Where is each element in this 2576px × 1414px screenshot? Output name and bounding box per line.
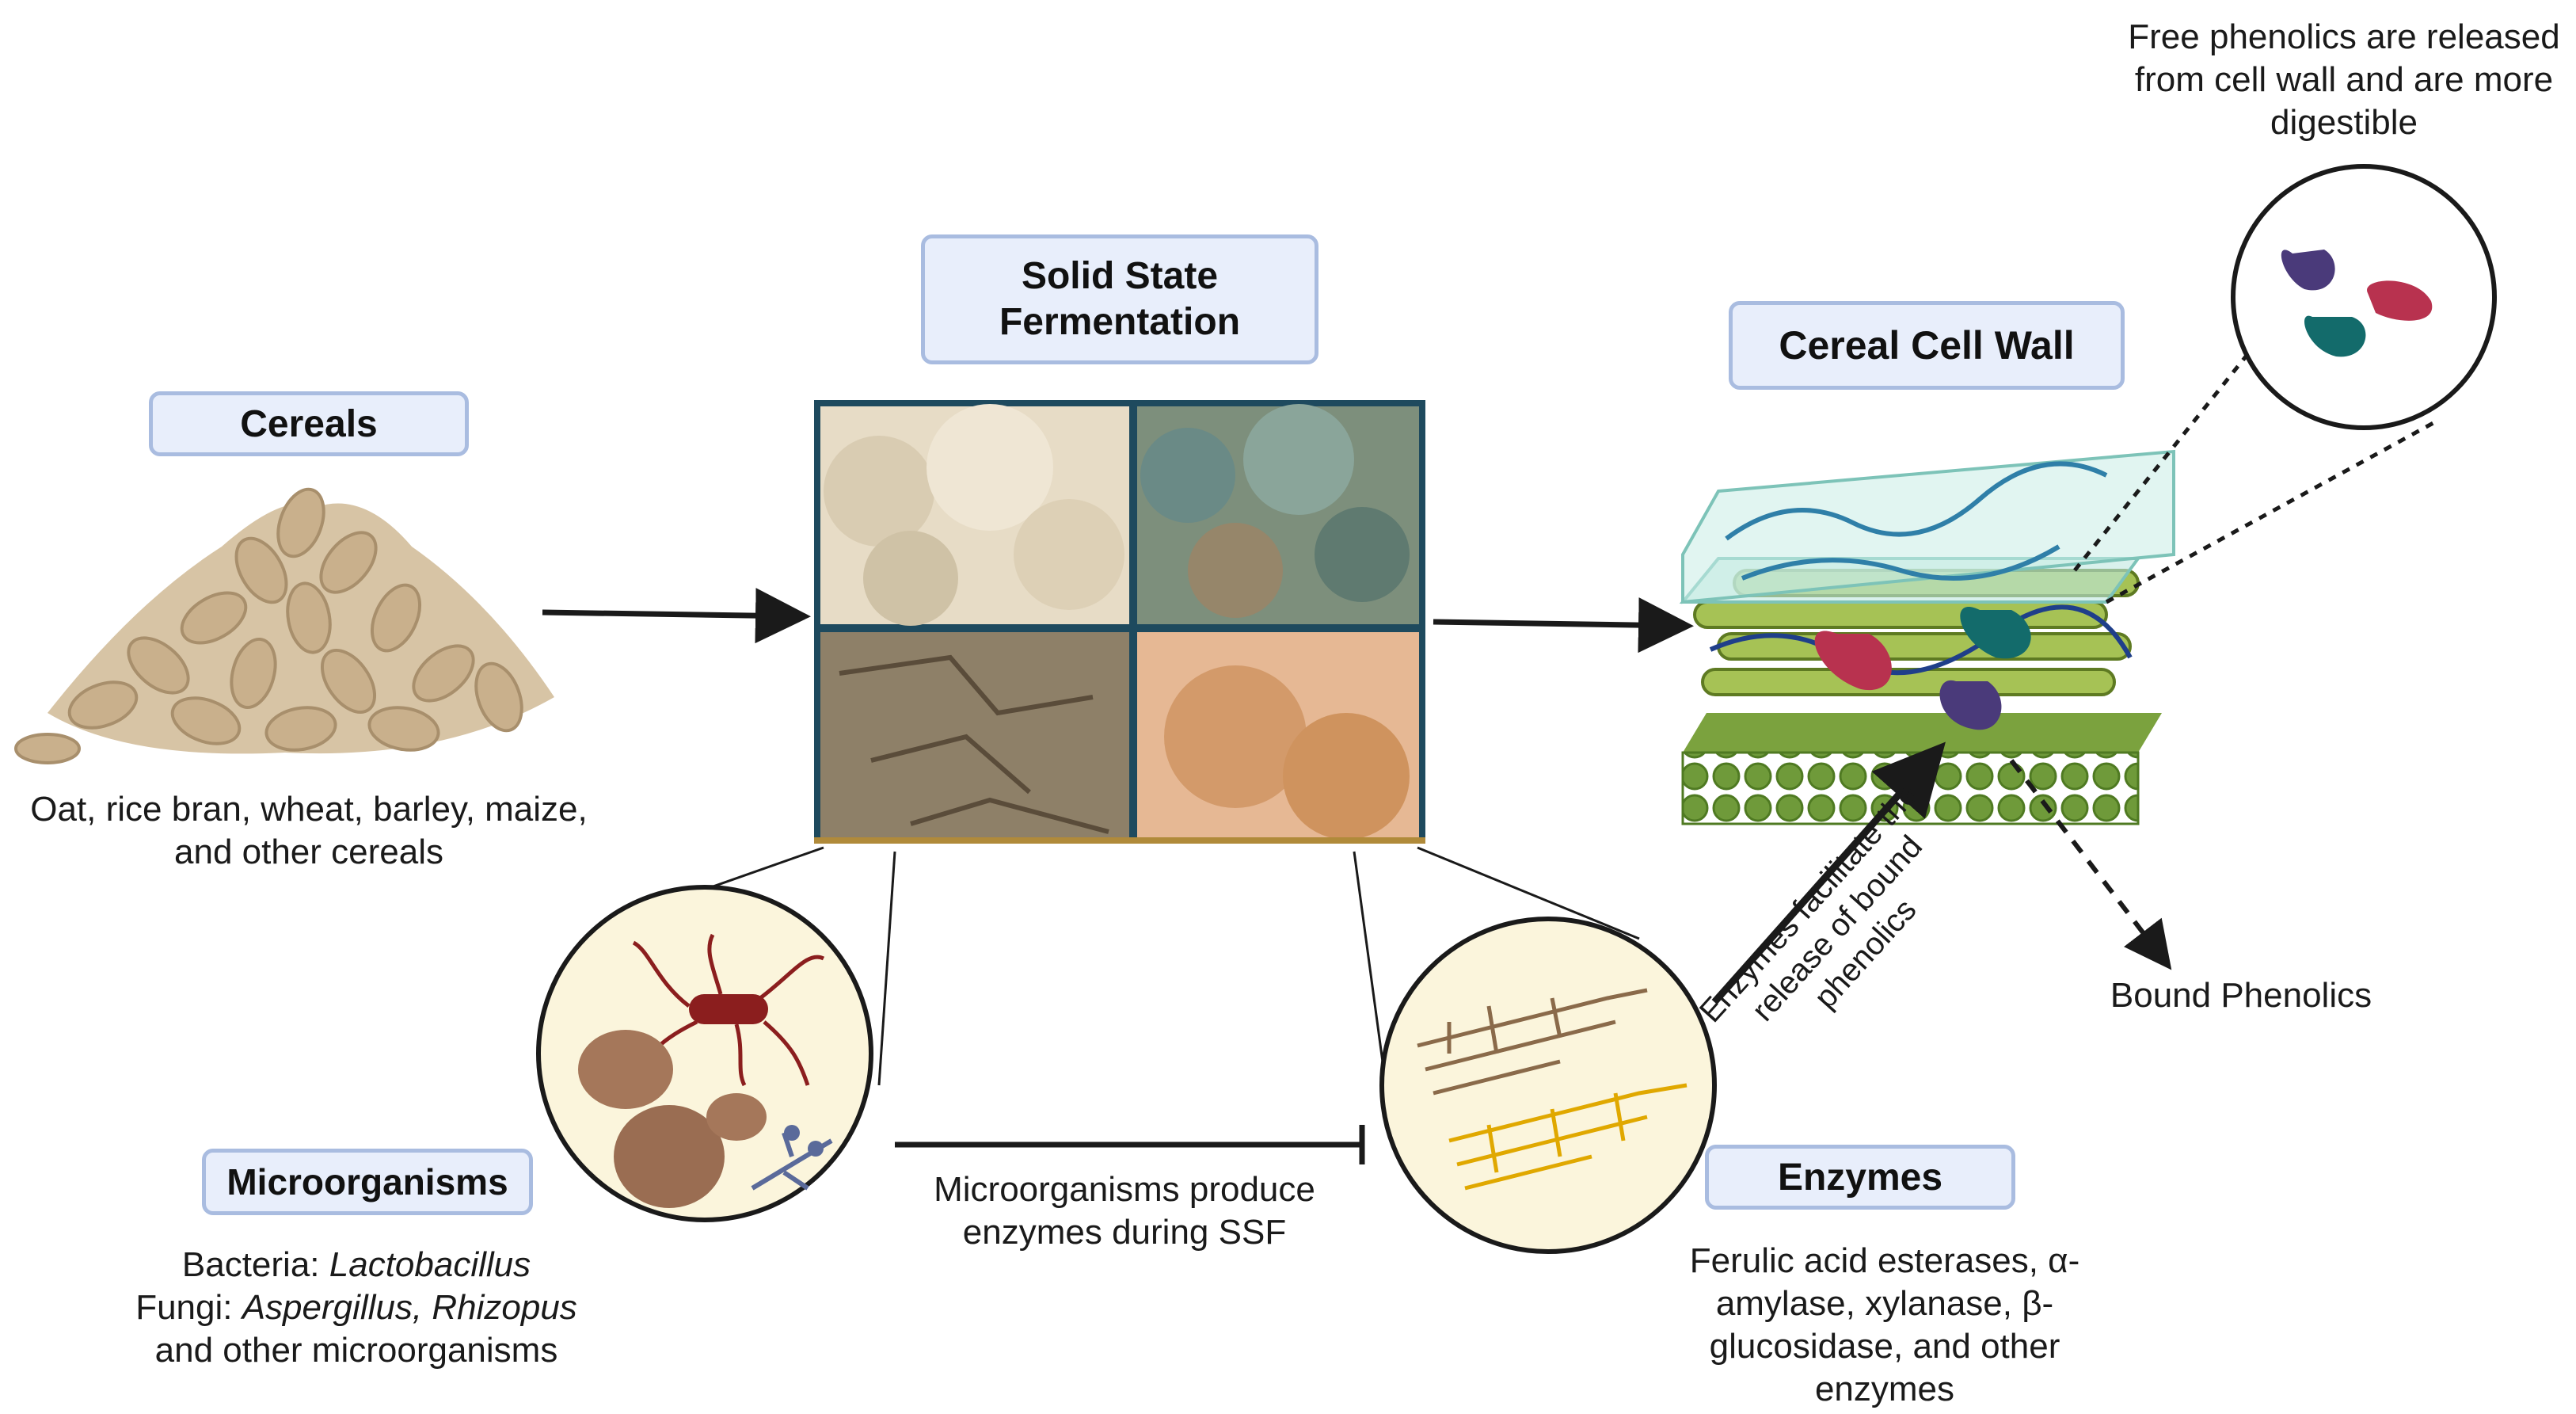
cereals-caption-line1: Oat, rice bran, wheat, barley, maize,	[30, 790, 588, 829]
cereals-label: Cereals	[149, 391, 469, 456]
bacteria-prefix: Bacteria:	[181, 1245, 329, 1284]
cereals-caption-line2: and other cereals	[174, 833, 443, 871]
bacteria-name: Lactobacillus	[329, 1245, 531, 1284]
cell-wall-illustration	[1679, 449, 2175, 825]
micro-other-line: and other microorganisms	[154, 1331, 558, 1370]
ssf-label-line1: Solid State	[1021, 255, 1219, 297]
enzymes-line4: enzymes	[1814, 1370, 1955, 1408]
produce-caption: Microorganisms produce enzymes during SS…	[887, 1168, 1362, 1254]
free-phenolics-circle-icon	[2231, 164, 2497, 430]
arrow-enzymes-to-cellwall	[1711, 741, 1946, 1004]
ssf-label: Solid State Fermentation	[921, 234, 1318, 364]
free-phenolics-line1: Free phenolics are released	[2128, 17, 2560, 56]
grain-pile-icon	[14, 487, 554, 764]
fungi-name: Aspergillus, Rhizopus	[242, 1288, 577, 1327]
cereals-label-text: Cereals	[240, 402, 378, 445]
ssf-label-line2: Fermentation	[999, 301, 1241, 343]
enzymes-label: Enzymes	[1705, 1145, 2015, 1210]
cell-wall-label: Cereal Cell Wall	[1729, 301, 2125, 390]
enzymes-caption: Ferulic acid esterases, α- amylase, xyla…	[1647, 1240, 2122, 1411]
free-phenolics-line2: from cell wall and are more	[2134, 60, 2554, 99]
cereals-caption: Oat, rice bran, wheat, barley, maize, an…	[0, 788, 618, 874]
produce-line1: Microorganisms produce	[934, 1170, 1315, 1209]
arrow-ssf-to-cellwall	[1433, 597, 1694, 654]
enzymes-line3: glucosidase, and other	[1709, 1327, 2060, 1366]
arrow-cereals-to-ssf	[542, 588, 811, 644]
enzymes-line2: amylase, xylanase, β-	[1715, 1284, 2054, 1323]
enzymes-line1: Ferulic acid esterases, α-	[1689, 1241, 2080, 1280]
microorganisms-caption: Bacteria: Lactobacillus Fungi: Aspergill…	[119, 1244, 594, 1372]
cell-wall-label-text: Cereal Cell Wall	[1779, 323, 2075, 368]
fungi-line: Fungi: Aspergillus, Rhizopus	[119, 1286, 594, 1329]
microorganisms-label-text: Microorganisms	[226, 1161, 508, 1202]
bound-phenolics-caption: Bound Phenolics	[2059, 974, 2423, 1017]
enzyme-circle-icon	[1379, 917, 1717, 1254]
fermentation-photo-grid	[814, 400, 1425, 844]
produce-line2: enzymes during SSF	[962, 1213, 1287, 1252]
bound-phenolics-text: Bound Phenolics	[2110, 976, 2372, 1015]
free-phenolics-line3: digestible	[2270, 103, 2418, 142]
fungi-prefix: Fungi:	[135, 1288, 242, 1327]
microbe-circle-icon	[536, 885, 873, 1222]
free-phenolics-caption: Free phenolics are released from cell wa…	[2091, 16, 2576, 144]
microorganisms-label: Microorganisms	[202, 1149, 533, 1215]
bacteria-line: Bacteria: Lactobacillus	[119, 1244, 594, 1286]
enzymes-label-text: Enzymes	[1777, 1156, 1943, 1199]
